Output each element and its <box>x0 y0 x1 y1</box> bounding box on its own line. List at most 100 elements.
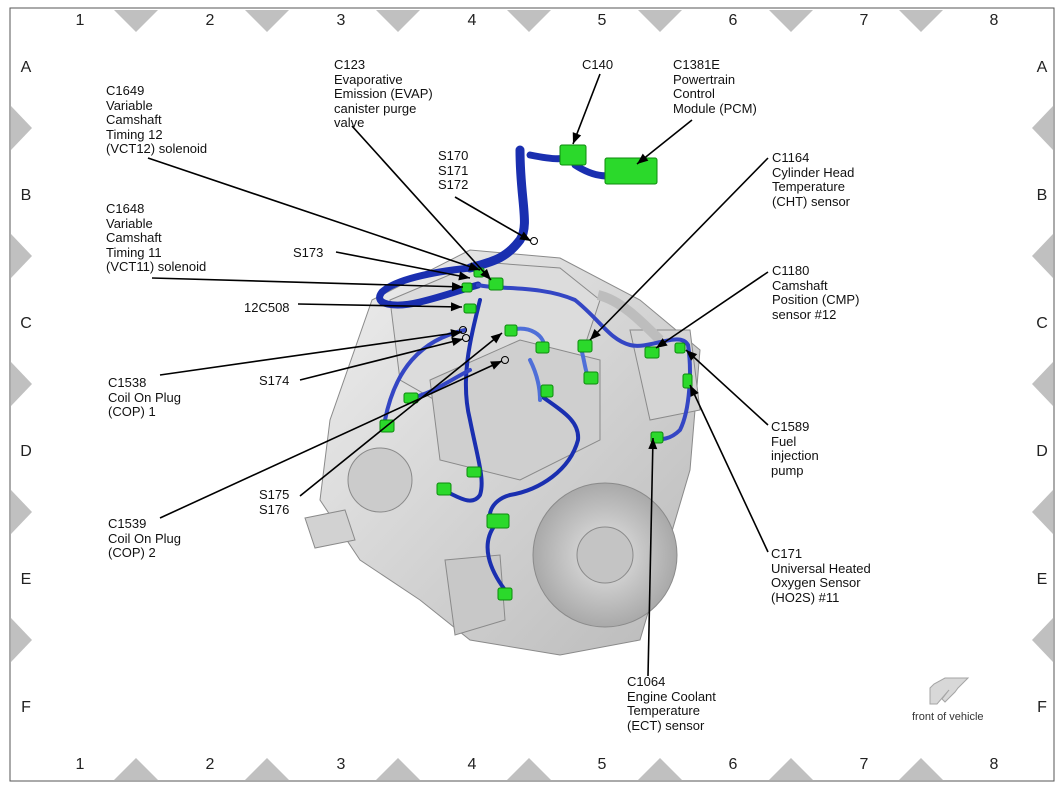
grid-row-left-a: A <box>20 59 32 76</box>
callout-line: C171 <box>771 546 803 561</box>
callout-line: Oxygen Sensor <box>771 575 861 590</box>
leader-c1064 <box>647 437 654 677</box>
grid-col-top-6: 6 <box>728 12 738 29</box>
connector-c1589 <box>674 342 686 354</box>
leader-c1381e-arrowhead <box>637 153 649 164</box>
frame-mark-left <box>11 490 32 534</box>
callout-line: Cylinder Head <box>772 164 855 180</box>
grid-col-bottom-2: 2 <box>205 756 215 773</box>
grid-col-top-7: 7 <box>859 12 869 29</box>
callout-line: (COP) 1 <box>108 404 156 419</box>
callout-line: pump <box>771 462 804 478</box>
connector-c171 <box>682 373 693 389</box>
leader-c123 <box>351 125 492 281</box>
connector-c1381e <box>604 157 658 185</box>
frame-mark-bottom <box>245 758 289 780</box>
callout-c171: C171 Universal Heated Oxygen Sensor (HO2… <box>771 546 871 605</box>
callout-line: C1381E <box>673 57 720 72</box>
frame-mark-top <box>114 10 158 32</box>
leader-c1538 <box>159 331 463 376</box>
callout-line: Powertrain <box>673 71 736 87</box>
frame-mark-left <box>11 106 32 150</box>
callout-line: C1539 <box>108 516 147 531</box>
grid-row-right-a: A <box>1036 59 1048 76</box>
connector-c1180 <box>644 346 660 359</box>
callout-line: Camshaft <box>106 230 162 245</box>
frame-mark-right <box>1032 490 1053 534</box>
leader-s173-arrowhead <box>458 271 470 281</box>
callout-line: (VCT12) solenoid <box>106 141 208 156</box>
grid-col-top-1: 1 <box>75 12 85 29</box>
frame-mark-right <box>1032 234 1053 278</box>
leader-c1648-arrowhead <box>451 282 463 292</box>
connector-center-b <box>540 384 554 398</box>
leader-c1538-arrowhead <box>450 329 462 339</box>
grid-row-left-f: F <box>21 699 31 716</box>
leader-c1539 <box>159 360 503 519</box>
connector-c123 <box>488 277 504 291</box>
connector-s174 <box>535 341 550 354</box>
frame-mark-top <box>376 10 420 32</box>
connector-c1064 <box>650 431 664 444</box>
grid-col-bottom-6: 6 <box>728 756 738 773</box>
grid-col-top-8: 8 <box>989 12 999 29</box>
harness-left-loop <box>376 264 482 309</box>
callout-line: S174 <box>259 373 290 388</box>
callout-line: Coil On Plug <box>108 389 181 405</box>
leader-s174 <box>299 338 464 381</box>
grid-col-top-2: 2 <box>205 12 215 29</box>
connector-c140 <box>559 144 587 166</box>
leader-c123-arrowhead <box>480 268 491 280</box>
grid-col-bottom-8: 8 <box>989 756 999 773</box>
frame-mark-right <box>1032 362 1053 406</box>
callout-line: C1164 <box>772 150 810 165</box>
grid-col-bottom-3: 3 <box>336 756 346 773</box>
callout-line: Coil On Plug <box>108 530 181 546</box>
callout-line: sensor #12 <box>772 306 837 322</box>
connector-lower-b <box>497 587 513 601</box>
callout-line: Universal Heated <box>771 560 871 576</box>
flywheel-hub <box>576 526 634 584</box>
callout-line: C140 <box>582 57 614 72</box>
splice-s175 <box>501 356 509 364</box>
leader-c1649-arrowhead <box>468 262 480 271</box>
callout-line: Emission (EVAP) <box>334 86 433 101</box>
frame-mark-bottom <box>769 758 813 780</box>
connector-left-lower <box>436 482 452 496</box>
frame-mark-left <box>11 234 32 278</box>
callout-s174: S174 <box>259 373 290 389</box>
front-of-vehicle-label: front of vehicle <box>912 711 984 723</box>
leader-c171-arrowhead <box>690 385 699 397</box>
splice-s174 <box>462 334 470 342</box>
grid-row-left-b: B <box>20 187 32 204</box>
callout-line: Position (CMP) <box>772 292 860 307</box>
callout-line: S171 <box>438 162 469 178</box>
frame-mark-right <box>1032 618 1053 662</box>
leader-c1164-arrowhead <box>590 328 601 340</box>
leader-c171 <box>689 384 769 553</box>
callout-c1539: C1539 Coil On Plug (COP) 2 <box>108 516 181 561</box>
harness-center-run <box>438 298 484 503</box>
leader-s174-arrowhead <box>451 337 463 347</box>
callout-line: Control <box>673 86 715 101</box>
connector-c1538 <box>504 324 518 337</box>
callout-line: C123 <box>334 57 366 72</box>
wiring-harness <box>376 145 692 592</box>
callout-line: 12C508 <box>244 300 290 315</box>
leader-c1180-arrowhead <box>656 338 668 348</box>
callout-s173: S173 <box>293 245 323 261</box>
callout-line: Temperature <box>772 179 845 194</box>
callout-line: C1649 <box>106 83 145 98</box>
callout-c140: C140 <box>582 57 614 73</box>
callout-c1164: C1164 Cylinder Head Temperature (CHT) se… <box>772 150 855 209</box>
leader-c1589-arrowhead <box>686 350 698 361</box>
splice-s170 <box>530 237 538 245</box>
callout-line: Timing 12 <box>106 126 163 142</box>
callout-line: C1538 <box>108 375 147 390</box>
grid-row-left-c: C <box>20 315 32 332</box>
frame-mark-top <box>638 10 682 32</box>
grid-frame-marks <box>11 10 1053 780</box>
connector-mid <box>466 466 482 478</box>
leader-s170-arrowhead <box>519 231 531 241</box>
grid-row-left-e: E <box>20 571 32 588</box>
